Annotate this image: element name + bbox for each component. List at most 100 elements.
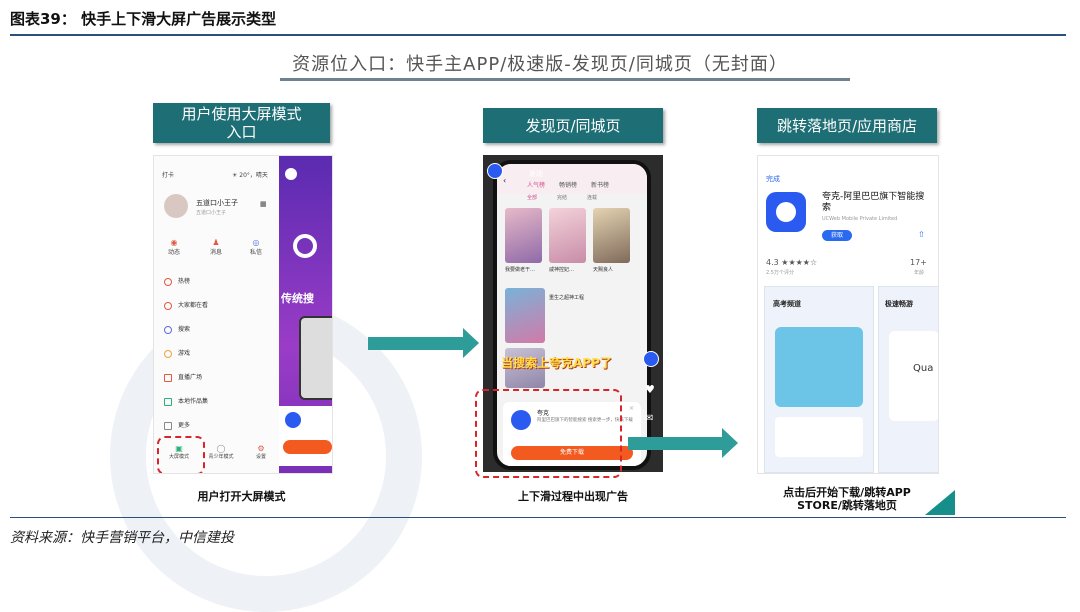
big-screen-highlight: [157, 436, 205, 473]
screenshot-1-title: 高考频道: [773, 300, 801, 308]
screenshot-1-card: [775, 327, 863, 407]
book-cover-4[interactable]: [505, 288, 545, 343]
panel1-tag: 用户使用大屏模式 入口: [153, 103, 330, 143]
get-button[interactable]: 获取: [822, 230, 852, 241]
menu-item-live[interactable]: 直播广场: [164, 372, 202, 382]
big-screen-icon: ▣: [175, 444, 183, 453]
username: 五道口小王子: [196, 199, 238, 207]
popup-title: 夸克: [537, 410, 550, 417]
hot-icon: [164, 277, 172, 286]
age-label: 年龄: [914, 270, 925, 276]
gear-icon: ⚙: [257, 444, 265, 453]
subtab-complete[interactable]: 完结: [557, 195, 568, 201]
local-icon: [164, 397, 172, 406]
discover-tab[interactable]: 发现: [529, 170, 543, 178]
stat-dm-label: 私信: [250, 249, 263, 256]
menu-label: 搜索: [178, 326, 191, 333]
settings-label: 设置: [255, 454, 266, 460]
arrow-1-head: [463, 328, 479, 358]
menu-label: 更多: [178, 422, 191, 429]
dynamic-icon: ◉: [170, 238, 178, 247]
book-title-1: 我要做老干…: [505, 267, 536, 273]
panel2-caption: 上下滑过程中出现广告: [518, 490, 628, 503]
stat-messages[interactable]: ♟ 消息: [210, 238, 222, 256]
age-rating: 17+: [910, 258, 927, 267]
creator-avatar[interactable]: [643, 351, 659, 367]
settings-button[interactable]: ⚙ 设置: [244, 444, 278, 460]
bottom-rule: [10, 517, 1066, 518]
quark-app-icon: [511, 410, 531, 430]
like-icon[interactable]: ♥: [645, 383, 655, 396]
messages-icon: ♟: [212, 238, 220, 247]
panel3-tag: 跳转落地页/应用商店: [757, 108, 937, 143]
panel1-caption: 用户打开大屏模式: [197, 490, 286, 503]
back-icon[interactable]: ‹: [503, 176, 507, 185]
avatar[interactable]: [164, 194, 188, 218]
arrow-1-shaft: [368, 337, 463, 350]
stat-dm[interactable]: ◎ 私信: [250, 238, 262, 256]
ad-popup[interactable]: 夸克 阿里巴巴旗下的智能搜索 搜索更一步，快来下载 × 免费下载: [503, 402, 641, 466]
source-note: 资料来源：快手营销平台，中信建投: [10, 530, 234, 546]
tab-new[interactable]: 新书榜: [591, 182, 610, 189]
screenshot-1[interactable]: 高考频道: [764, 286, 874, 473]
menu-item-games[interactable]: 游戏: [164, 348, 190, 358]
subtab-serial[interactable]: 连载: [587, 195, 598, 201]
qr-icon[interactable]: ▦: [260, 200, 267, 208]
stat-messages-label: 消息: [210, 249, 223, 256]
teen-mode-button[interactable]: ◯ 青少年模式: [204, 444, 238, 460]
popup-download-bar: [283, 440, 332, 454]
menu-label: 热榜: [178, 278, 191, 285]
weather-label: ☀ 20°，晴天: [232, 172, 268, 179]
menu-item-trending[interactable]: 大家都在看: [164, 300, 208, 310]
subtab-all[interactable]: 全部: [527, 195, 538, 201]
book-cover-5[interactable]: [505, 348, 545, 388]
inner-phone: [299, 316, 332, 400]
app-header: ‹: [497, 164, 647, 194]
video-overlay-caption: 当搜索上夸克APP了: [501, 356, 612, 370]
developer: UCWeb Mobile Private Limited: [822, 216, 898, 222]
stat-dynamic[interactable]: ◉ 动态: [168, 238, 180, 256]
screenshot-2-title: 极速畅游: [885, 300, 913, 308]
ad-highlight: [475, 389, 622, 478]
book-cover-2[interactable]: [549, 208, 586, 263]
more-icon: [164, 421, 172, 430]
menu-label: 直播广场: [178, 374, 203, 381]
stat-dynamic-label: 动态: [168, 249, 181, 256]
phone-frame: ‹ 人气榜 畅销榜 新书榜 全部 完结 连载 我要做老干… 戚神控妃… 天赐良人…: [493, 160, 651, 470]
arrow-2-head: [722, 428, 738, 458]
circle-logo-icon: [293, 234, 317, 258]
dm-icon: ◎: [252, 238, 260, 247]
screen-app-store: 完成 夸克-阿里巴巴旗下智能搜索 UCWeb Mobile Private Li…: [757, 155, 939, 474]
teen-icon: ◯: [216, 444, 226, 453]
book-cover-3[interactable]: [593, 208, 630, 263]
menu-label: 游戏: [178, 350, 191, 357]
overlay-text: 传统搜: [281, 292, 314, 305]
share-icon[interactable]: ⇧: [918, 230, 925, 239]
menu-item-more[interactable]: 更多: [164, 420, 190, 430]
free-download-button[interactable]: 免费下载: [511, 446, 633, 460]
rating-count: 2.5万个评分: [766, 270, 794, 276]
popup-description: 阿里巴巴旗下的智能搜索 搜索更一步，快来下载: [537, 418, 633, 423]
big-screen-mode-button[interactable]: ▣ 大屏模式: [162, 444, 196, 460]
tab-bestseller[interactable]: 畅销榜: [559, 182, 578, 189]
quark-mini-icon: [487, 163, 503, 179]
rating: 4.3 ★★★★☆: [766, 258, 818, 267]
book-cover-1[interactable]: [505, 208, 542, 263]
screen-user-menu: 传统搜 打卡 ☀ 20°，晴天 五道口小王子 五道口小王子 ▦ ◉ 动态 ♟ 消…: [153, 155, 333, 474]
checkin-label[interactable]: 打卡: [162, 172, 175, 179]
close-icon[interactable]: ×: [629, 405, 635, 412]
screenshot-2[interactable]: 极速畅游 Qua: [878, 286, 938, 473]
panel3-tag-text: 跳转落地页/应用商店: [776, 116, 918, 135]
decorative-triangle: [925, 490, 955, 515]
panel1-tag-text: 用户使用大屏模式 入口: [181, 105, 302, 141]
menu-item-search[interactable]: 搜索: [164, 324, 190, 334]
popup-app-icon: [285, 412, 301, 428]
menu-item-local[interactable]: 本地作品集: [164, 396, 208, 406]
tab-hot[interactable]: 人气榜: [527, 182, 546, 189]
video-preview-strip: 传统搜: [279, 156, 332, 473]
comment-icon[interactable]: ✉: [645, 413, 654, 424]
done-button[interactable]: 完成: [766, 175, 780, 183]
book-title-3: 天赐良人: [593, 267, 614, 273]
menu-item-hot[interactable]: 热榜: [164, 276, 190, 286]
headline-underline: [280, 78, 850, 81]
